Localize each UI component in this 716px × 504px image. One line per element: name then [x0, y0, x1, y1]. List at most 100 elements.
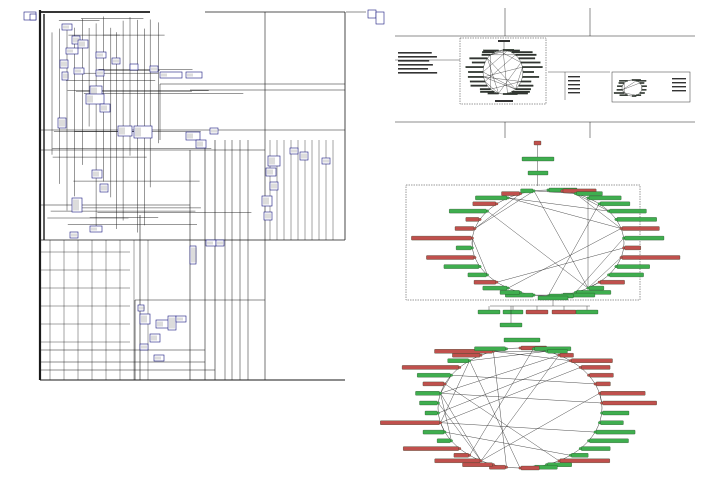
upper-ring-node — [475, 196, 507, 200]
text-line — [672, 86, 686, 87]
lower-ring-node — [437, 439, 450, 443]
flow-ring-node — [508, 50, 520, 52]
upper-ring-joint — [486, 210, 489, 213]
row-node — [576, 310, 598, 314]
lower-ring-node — [448, 359, 469, 363]
component-block — [74, 68, 84, 74]
lower-ring-node — [402, 365, 459, 369]
title-block — [30, 14, 36, 20]
mini-ring-node — [636, 80, 646, 81]
flow-ring-node — [468, 76, 484, 78]
component-block — [196, 140, 206, 148]
component-block — [266, 168, 276, 176]
upper-ring-node — [500, 290, 520, 294]
spine-node — [498, 40, 510, 42]
lower-ring-joint — [450, 374, 453, 377]
mini-ring-node — [619, 82, 625, 83]
mini-ring-node — [617, 89, 622, 90]
mini-ring-node — [642, 89, 647, 90]
text-line — [568, 84, 580, 85]
lower-ring-node — [521, 466, 539, 470]
lower-ring-node — [463, 463, 493, 467]
upper-ring-node — [483, 286, 507, 290]
chain-node — [528, 171, 548, 175]
lower-ring-node — [452, 353, 480, 357]
component-block — [186, 72, 202, 78]
lower-ring-node — [571, 453, 588, 457]
lower-ring-joint — [450, 440, 453, 443]
legend-text-line — [398, 56, 437, 58]
legend-text-line — [398, 52, 432, 54]
row-node — [526, 310, 548, 314]
flow-ring-node — [516, 54, 537, 56]
upper-ring-node — [622, 227, 659, 231]
upper-ring-node — [610, 273, 644, 277]
lower-ring-node — [596, 382, 610, 386]
lower-ring-node — [435, 459, 480, 463]
lower-ring-node — [454, 453, 469, 457]
flow-ring-node — [470, 58, 488, 60]
upper-ring-node — [468, 273, 487, 277]
component-block — [86, 94, 104, 104]
lower-ring-node — [590, 373, 614, 377]
lower-root-node — [504, 338, 540, 342]
upper-ring-node — [625, 236, 664, 240]
legend-box — [368, 10, 376, 18]
flow-ring-node — [480, 91, 494, 93]
chain-node — [522, 157, 554, 161]
upper-ring-node — [622, 256, 680, 260]
lower-ring-node — [403, 447, 459, 451]
flow-ring-node — [519, 58, 535, 60]
flow-ring-node — [480, 88, 491, 90]
upper-ring-node — [411, 236, 471, 240]
row-node — [552, 310, 576, 314]
upper-ring-joint — [479, 218, 482, 221]
text-line — [672, 90, 686, 91]
row-node — [500, 323, 522, 327]
row-node — [478, 310, 500, 314]
lower-ring-node — [603, 401, 657, 405]
legend-text-line — [398, 64, 433, 66]
component-block — [154, 355, 164, 361]
upper-ring-node — [617, 265, 650, 269]
flow-ring-node — [521, 81, 531, 83]
upper-ring-node — [426, 256, 474, 260]
mini-ring-node — [642, 86, 647, 87]
flow-ring-node — [483, 50, 498, 52]
flow-ring-node — [471, 85, 488, 87]
lower-ring-node — [548, 349, 568, 353]
mini-ring-node — [640, 92, 645, 93]
upper-ring-node — [449, 209, 486, 213]
component-block — [62, 24, 72, 30]
component-block — [176, 316, 186, 322]
lower-ring-node — [571, 359, 612, 363]
upper-ring-joint — [479, 265, 482, 268]
upper-ring-node — [577, 192, 603, 196]
component-block — [78, 40, 88, 48]
lower-ring-node — [601, 391, 646, 395]
flow-ring-node — [521, 62, 540, 64]
component-block — [134, 126, 152, 138]
legend-box — [376, 12, 384, 24]
mini-ring-node — [632, 95, 636, 96]
upper-ring-node — [617, 217, 657, 221]
flow-ring-node — [470, 81, 485, 83]
flow-ring-node — [523, 71, 534, 73]
component-block — [100, 104, 110, 112]
lower-ring-node — [423, 430, 444, 434]
component-block — [72, 198, 82, 212]
junction-node — [538, 296, 568, 300]
flow-ring-node — [482, 54, 491, 56]
flow-ring-node — [468, 71, 483, 73]
lower-ring-node — [581, 365, 610, 369]
text-line — [568, 92, 580, 93]
component-block — [206, 240, 216, 246]
lower-ring-joint — [480, 354, 483, 357]
text-line — [672, 82, 686, 83]
legend-text-line — [398, 68, 428, 70]
component-block — [138, 305, 144, 311]
legend-text-line — [398, 72, 437, 74]
component-block — [130, 64, 138, 70]
mini-ring-node — [620, 95, 628, 96]
